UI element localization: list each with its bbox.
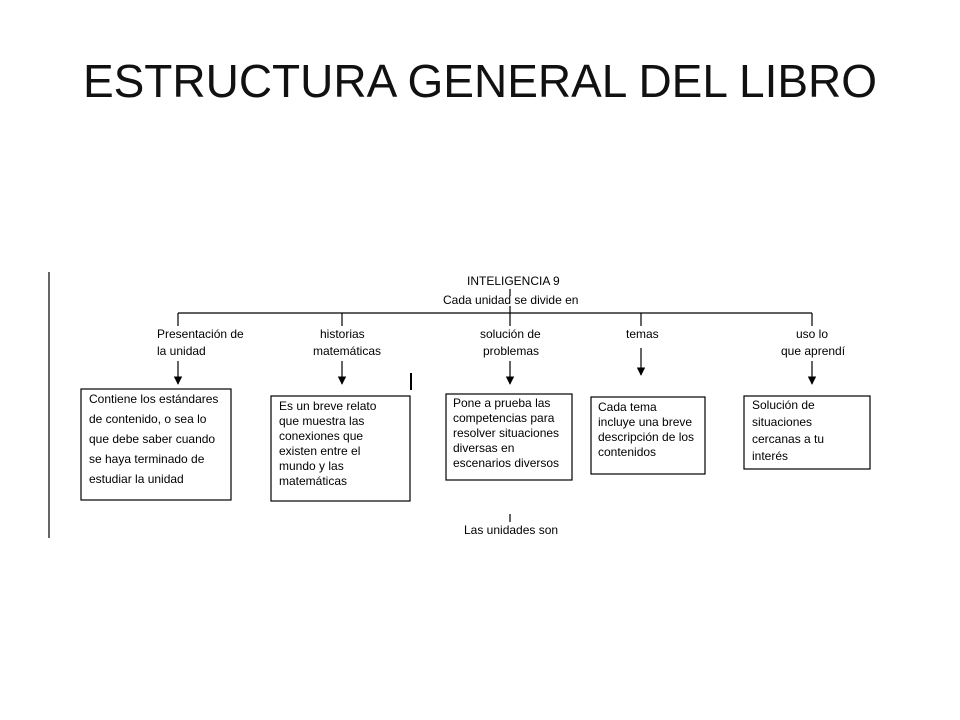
description-text: Es un breve relato que muestra las conex… [279,399,380,488]
root-title: INTELIGENCIA 9 [467,274,560,288]
branch-temas: temas Cada tema incluye una breve descri… [590,327,706,475]
branch-heading: problemas [483,344,539,358]
root-subtitle: Cada unidad se divide en [443,293,578,307]
description-box [80,388,232,501]
description-box [270,395,411,502]
description-text: Cada tema incluye una breve descripción … [598,400,697,459]
branch-heading: la unidad [157,344,206,358]
description-text: Contiene los estándares de contenido, o … [89,392,222,486]
branch-historias: historias matemáticas Es un breve relato… [270,327,411,502]
footer-label: Las unidades son [464,523,558,537]
branch-heading: Presentación de [157,327,244,341]
branch-presentacion: Presentación de la unidad Contiene los e… [80,327,244,501]
branch-heading: matemáticas [313,344,381,358]
branch-heading: historias [320,327,365,341]
branch-solucion: solución de problemas Pone a prueba las … [445,327,573,481]
description-text: Solución de situaciones cercanas a tu in… [752,398,827,463]
branch-heading: uso lo [796,327,828,341]
slide-title: ESTRUCTURA GENERAL DEL LIBRO [82,55,878,107]
description-box [590,396,706,475]
description-box [445,393,573,481]
branch-heading: temas [626,327,659,341]
branch-heading: que aprendí [781,344,846,358]
branch-heading: solución de [480,327,541,341]
branch-uso: uso lo que aprendí Solución de situacion… [743,327,871,470]
description-text: Pone a prueba las competencias para reso… [453,396,562,470]
description-box [743,395,871,470]
